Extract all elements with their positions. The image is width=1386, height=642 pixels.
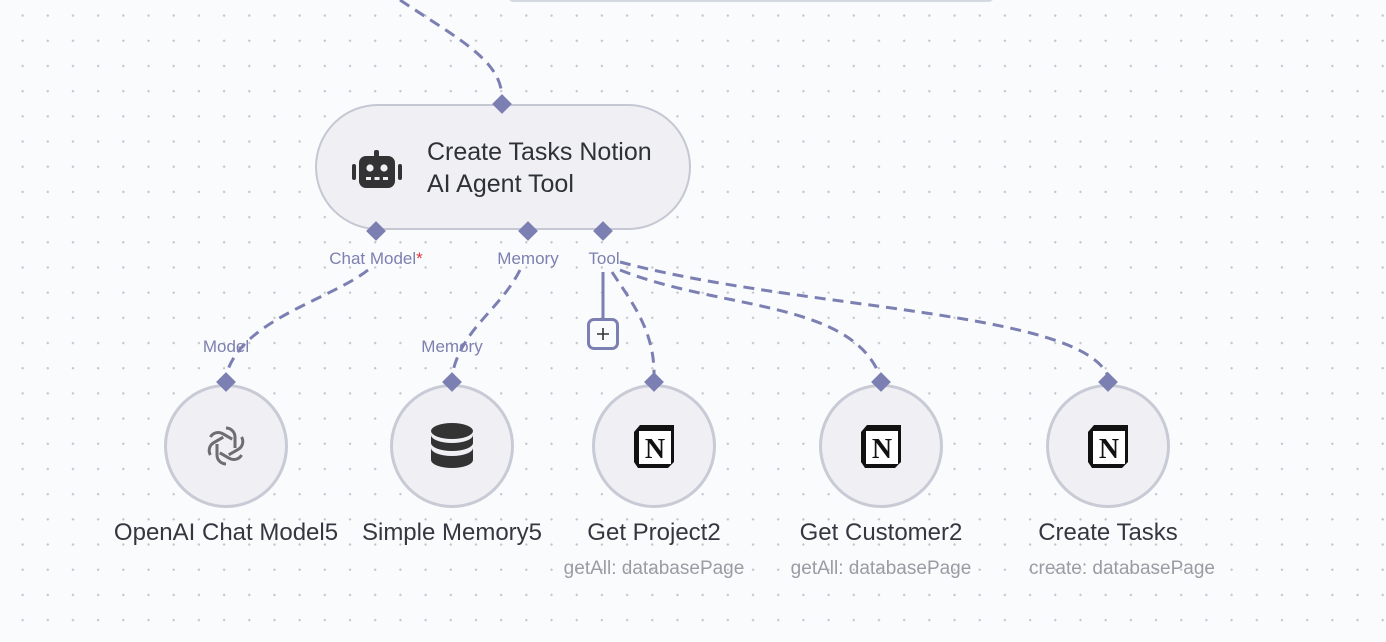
- openai-icon: [204, 426, 248, 466]
- node-operation: getAll: databasePage: [563, 558, 745, 579]
- notion-icon: N: [861, 425, 901, 468]
- node-name: OpenAI Chat Model5: [113, 519, 339, 546]
- svg-text:N: N: [872, 434, 892, 465]
- edge-upstream-to-agent[interactable]: [399, 0, 504, 97]
- memory-input-label: Memory: [421, 337, 483, 356]
- ai-agent-node[interactable]: Create Tasks Notion AI Agent Tool: [315, 104, 691, 230]
- edge-tool-create-tasks[interactable]: [619, 260, 1110, 377]
- robot-icon: [352, 150, 402, 188]
- notion-icon: N: [634, 425, 674, 468]
- node-name: Get Customer2: [799, 519, 963, 546]
- node-name: Simple Memory5: [361, 519, 543, 546]
- get-customer-node[interactable]: N: [819, 384, 943, 508]
- agent-node-title: Create Tasks Notion AI Agent Tool: [427, 136, 652, 200]
- agent-title-line1: Create Tasks Notion: [427, 138, 652, 166]
- node-operation: getAll: databasePage: [790, 558, 972, 579]
- tool-port-label: Tool: [588, 249, 620, 268]
- database-icon: [431, 423, 473, 468]
- chat-model-port-label: Chat Model*: [329, 249, 423, 269]
- get-project-node[interactable]: N: [592, 384, 716, 508]
- agent-title-line2: AI Agent Tool: [427, 170, 574, 198]
- svg-text:N: N: [645, 434, 665, 465]
- create-tasks-node[interactable]: N: [1046, 384, 1170, 508]
- svg-text:N: N: [1099, 434, 1119, 465]
- node-name: Create Tasks: [1038, 519, 1178, 546]
- plus-icon: [597, 328, 609, 340]
- edge-memory[interactable]: [450, 269, 522, 377]
- node-operation: create: databasePage: [1029, 558, 1215, 579]
- memory-port-label: Memory: [497, 249, 559, 268]
- upstream-node-partial[interactable]: [507, 0, 995, 2]
- node-name: Get Project2: [587, 519, 721, 546]
- edge-chat-model[interactable]: [224, 268, 369, 377]
- notion-icon: N: [1088, 425, 1128, 468]
- add-tool-button[interactable]: [587, 318, 619, 350]
- openai-chat-model-node[interactable]: [164, 384, 288, 508]
- chat-model-label-text: Chat Model: [329, 249, 417, 268]
- simple-memory-node[interactable]: [390, 384, 514, 508]
- edge-tool-get-customer[interactable]: [619, 268, 882, 377]
- model-input-label: Model: [202, 337, 250, 356]
- required-asterisk: *: [416, 249, 423, 268]
